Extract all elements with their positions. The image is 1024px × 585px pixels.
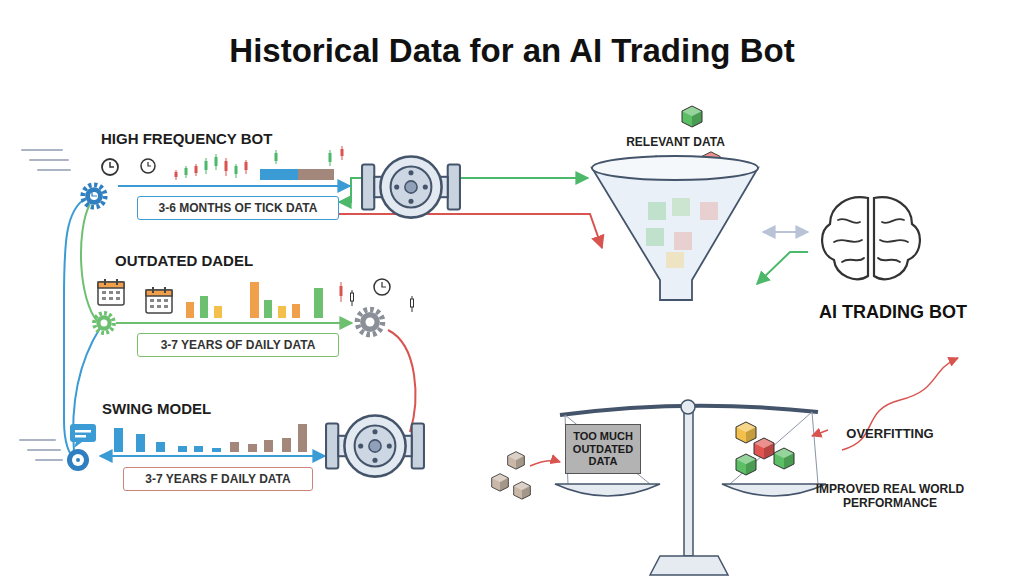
data-box: HIGH FREQUENCY BOT3-6 MONTHS OF TICK DAT… — [137, 196, 339, 220]
note-label: IMPROVED REAL WORLD PERFORMANCE — [800, 482, 980, 511]
data-block: TOO MUCH OUTDATED DATA — [565, 424, 641, 474]
funnel-label: RELEVANT DATA — [588, 135, 763, 149]
box-label: 3-6 MONTHS OF TICK DATA — [151, 201, 326, 215]
diagram-title: Historical Data for an AI Trading Bot — [0, 32, 1024, 70]
funnel-shape: RELEVANT DATA — [588, 130, 763, 310]
funnel-outline — [588, 130, 763, 310]
data-box: SWING MODEL3-7 YEARS F DAILY DATA — [123, 467, 313, 491]
group-heading: OUTDATED DADEL — [115, 252, 253, 269]
bot-label: AI TRADING BOT — [808, 302, 978, 323]
brain-outline — [808, 180, 978, 290]
data-box: OUTDATED DADEL3-7 YEARS OF DAILY DATA — [137, 333, 339, 357]
box-label: 3-7 YEARS OF DAILY DATA — [153, 338, 324, 352]
flow-arrow — [757, 252, 808, 284]
block-label: TOO MUCH OUTDATED DATA — [566, 428, 640, 470]
group-heading: HIGH FREQUENCY BOT — [101, 130, 272, 147]
brain-icon: AI TRADING BOT — [808, 180, 978, 328]
flow-arrow — [763, 231, 808, 233]
group-heading: SWING MODEL — [102, 400, 211, 417]
note-label: OVERFITTING — [820, 426, 960, 442]
box-label: 3-7 YEARS F DAILY DATA — [137, 472, 298, 486]
flow-arrow — [339, 214, 602, 248]
